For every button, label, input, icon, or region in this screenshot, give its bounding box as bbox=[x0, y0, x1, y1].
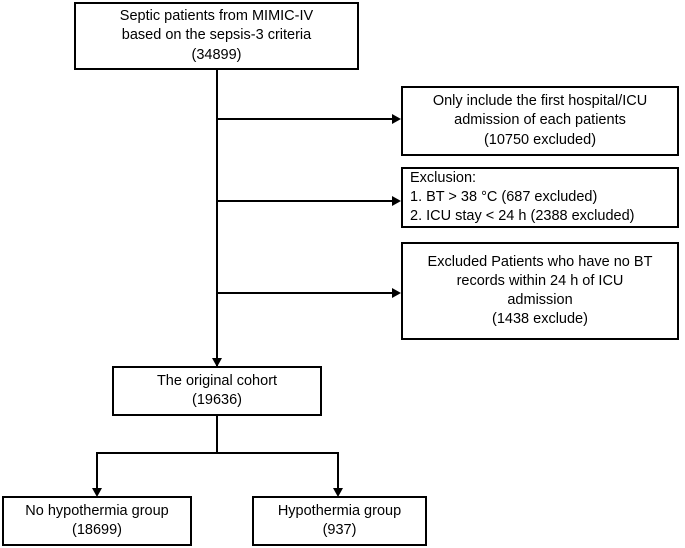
node-group-left-line-2: (18699) bbox=[72, 522, 122, 538]
node-group-left-line-1: No hypothermia group bbox=[25, 502, 169, 519]
node-exclusion-1-line-2: admission of each patients bbox=[454, 112, 626, 129]
node-exclusion-3-line-4: (1438 exclude) bbox=[492, 311, 588, 328]
arrowhead-down-icon bbox=[212, 358, 222, 367]
node-cohort-line-2: (19636) bbox=[192, 392, 242, 408]
connector-branch-exclusion-3 bbox=[216, 292, 395, 294]
node-exclusion-1-line-3: (10750 excluded) bbox=[483, 131, 597, 148]
node-source-line-2: based on the sepsis-3 criteria bbox=[121, 27, 312, 44]
node-hypothermia-group: Hypothermia group (937) bbox=[252, 496, 427, 546]
node-exclusion-no-bt-records: Excluded Patients who have no BT records… bbox=[401, 242, 679, 340]
node-exclusion-criteria: Exclusion: 1. BT > 38 °C (687 excluded) … bbox=[401, 167, 679, 228]
connector-branch-exclusion-2 bbox=[216, 200, 395, 202]
node-exclusion-first-admission: Only include the first hospital/ICU admi… bbox=[401, 86, 679, 156]
node-source-population: Septic patients from MIMIC-IV based on t… bbox=[74, 2, 359, 70]
node-group-right-line-1: Hypothermia group bbox=[277, 502, 402, 519]
arrowhead-right-icon bbox=[392, 288, 401, 298]
connector-drop-no-hypothermia bbox=[96, 452, 98, 489]
node-exclusion-3-line-3: admission bbox=[507, 292, 573, 308]
node-source-line-1: Septic patients from MIMIC-IV bbox=[119, 8, 314, 25]
arrowhead-right-icon bbox=[392, 114, 401, 124]
arrowhead-down-icon bbox=[333, 488, 343, 497]
node-exclusion-2-line-2: 1. BT > 38 °C (687 excluded) bbox=[410, 188, 598, 205]
node-exclusion-3-line-1: Excluded Patients who have no BT bbox=[427, 253, 653, 270]
node-exclusion-3-line-2: records within 24 h of ICU bbox=[456, 272, 624, 289]
node-exclusion-1-line-1: Only include the first hospital/ICU bbox=[432, 93, 648, 110]
node-exclusion-2-line-3: 2. ICU stay < 24 h (2388 excluded) bbox=[410, 208, 635, 225]
connector-split-bar bbox=[96, 452, 339, 454]
connector-cohort-to-split bbox=[216, 416, 218, 453]
arrowhead-right-icon bbox=[392, 196, 401, 206]
connector-main-trunk bbox=[216, 70, 218, 366]
connector-branch-exclusion-1 bbox=[216, 118, 395, 120]
arrowhead-down-icon bbox=[92, 488, 102, 497]
node-no-hypothermia-group: No hypothermia group (18699) bbox=[2, 496, 192, 546]
node-original-cohort: The original cohort (19636) bbox=[112, 366, 322, 416]
node-cohort-line-1: The original cohort bbox=[156, 372, 278, 389]
node-group-right-line-2: (937) bbox=[322, 522, 357, 538]
node-exclusion-2-line-1: Exclusion: bbox=[410, 169, 477, 186]
connector-drop-hypothermia bbox=[337, 452, 339, 489]
node-source-line-3: (34899) bbox=[191, 46, 242, 63]
